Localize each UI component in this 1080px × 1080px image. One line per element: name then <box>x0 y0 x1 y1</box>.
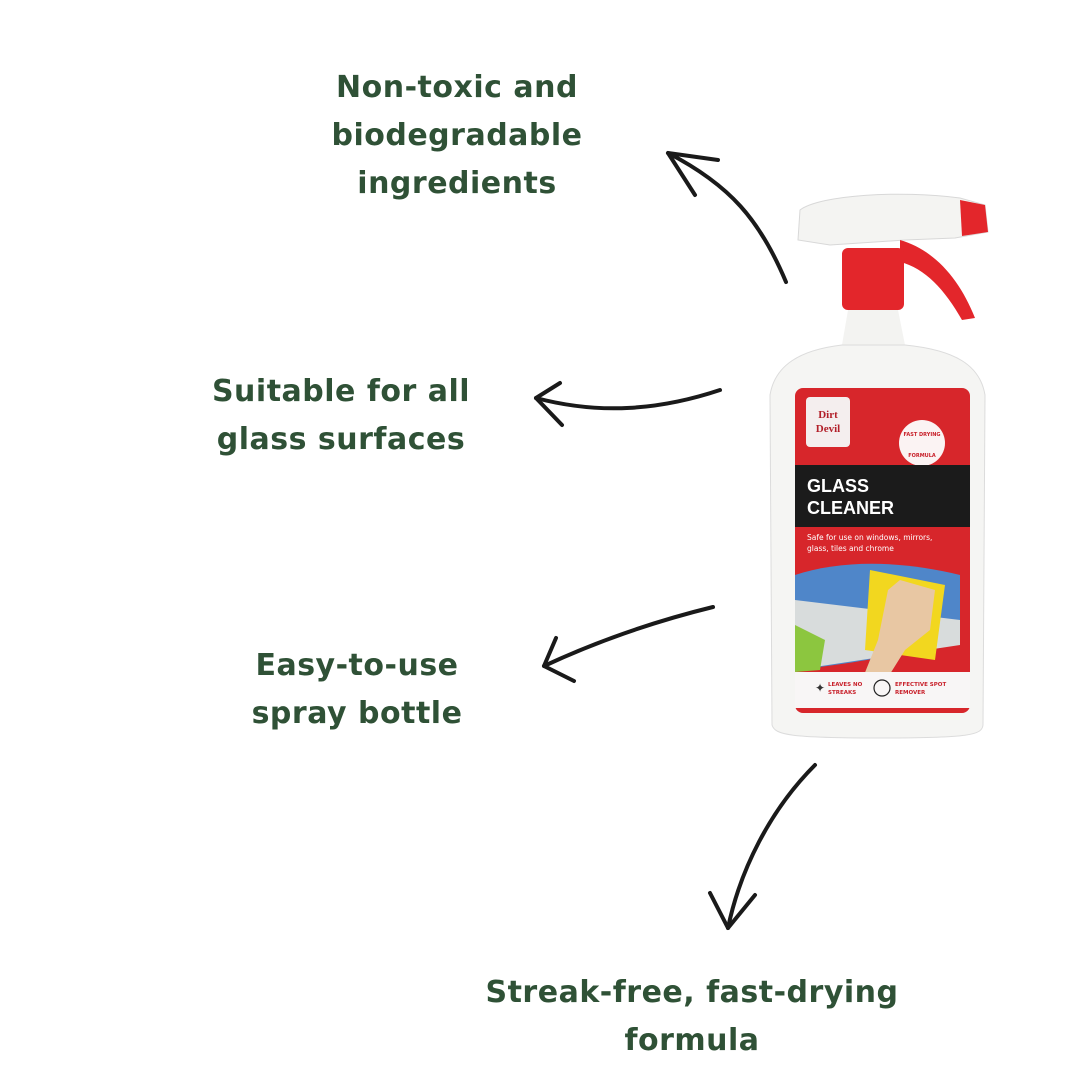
arrow-icon-left-lower <box>542 605 715 683</box>
feature-icon-text: REMOVER <box>895 690 926 696</box>
feature-non-toxic: Non-toxic and biodegradable ingredients <box>257 64 657 208</box>
feature-line: Streak-free, fast-drying <box>485 975 899 1010</box>
feature-line: Suitable for all <box>211 374 471 409</box>
feature-icon-text: LEAVES NO <box>828 682 863 688</box>
feature-line: glass surfaces <box>216 422 466 457</box>
product-description: Safe for use on windows, mirrors, <box>807 533 932 542</box>
glass-cleaner-bottle: Dirt Devil FAST DRYING FORMULA GLASS CLE… <box>769 193 989 739</box>
feature-line: formula <box>624 1023 760 1058</box>
brand-logo: Dirt <box>818 409 838 421</box>
feature-line: spray bottle <box>251 696 463 731</box>
sparkle-icon: ✦ <box>815 681 825 695</box>
feature-streak-free: Streak-free, fast-drying formula <box>442 969 942 1065</box>
product-name: GLASS <box>807 476 869 496</box>
feature-glass-surfaces: Suitable for all glass surfaces <box>141 368 541 464</box>
badge-text: FORMULA <box>908 453 936 459</box>
feature-line: Easy-to-use <box>255 648 459 683</box>
feature-line: ingredients <box>357 166 557 201</box>
svg-text:Devil: Devil <box>816 423 840 435</box>
arrow-icon-bottom <box>708 763 817 930</box>
feature-line: Non-toxic and <box>336 70 578 105</box>
spot-icon <box>873 679 891 697</box>
feature-spray-bottle: Easy-to-use spray bottle <box>157 642 557 738</box>
feature-icon-text: STREAKS <box>828 690 856 696</box>
feature-icon-text: EFFECTIVE SPOT <box>895 682 946 688</box>
badge-text: FAST DRYING <box>904 432 941 438</box>
product-name: CLEANER <box>807 498 894 518</box>
feature-line: biodegradable <box>331 118 583 153</box>
product-description: glass, tiles and chrome <box>807 544 894 553</box>
arrow-icon-left-upper <box>534 381 722 427</box>
arrow-icon-top <box>666 151 788 284</box>
